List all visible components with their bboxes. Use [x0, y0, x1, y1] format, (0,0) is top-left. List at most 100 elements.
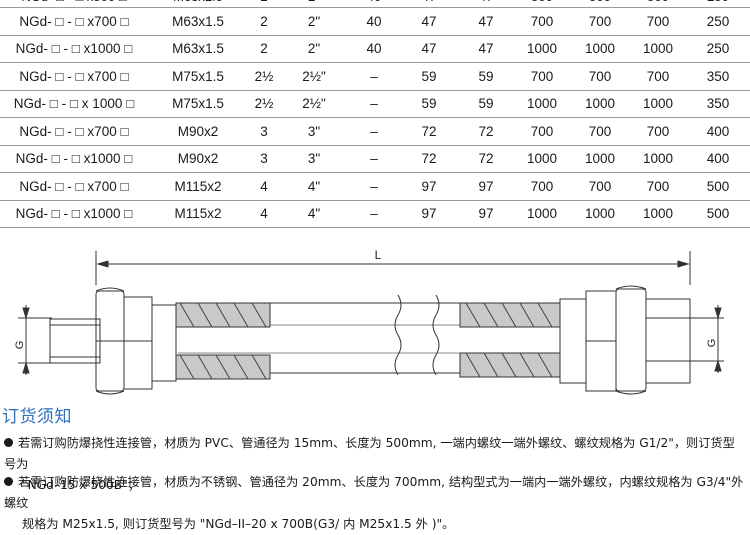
right-fitting	[459, 285, 691, 395]
order-note-1-line2: "NGd–15 x 500B"；	[22, 478, 140, 492]
table-cell: 4	[248, 172, 280, 201]
order-notes-title: 订货须知	[2, 407, 72, 427]
table-cell: 1000	[570, 145, 630, 173]
table-cell: 1000	[630, 35, 686, 63]
order-note-1: 若需订购防爆挠性连接管，材质为 PVC、管通径为 15mm、长度为 500mm,…	[4, 433, 744, 496]
table-cell: –	[348, 90, 400, 118]
table-cell: 400	[686, 145, 750, 173]
table-cell: 2	[248, 0, 280, 8]
table-cell: 97	[458, 200, 514, 228]
table-cell: 2½	[248, 62, 280, 91]
table-cell: 500	[570, 0, 630, 8]
table-cell: 4	[248, 200, 280, 228]
table-cell: 59	[458, 62, 514, 91]
bullet-icon	[4, 438, 13, 447]
table-cell: 47	[458, 35, 514, 63]
table-cell: 500	[630, 0, 686, 8]
table-cell: 47	[458, 7, 514, 36]
table-cell: 3	[248, 145, 280, 173]
table-cell: 72	[400, 117, 458, 146]
table-cell: 1000	[570, 200, 630, 228]
table-cell: 2"	[280, 7, 348, 36]
table-cell: 40	[348, 7, 400, 36]
table-cell: 1000	[630, 90, 686, 118]
table-cell: 4"	[280, 200, 348, 228]
table-cell: M63x1.5	[148, 7, 248, 36]
table-cell: 250	[686, 7, 750, 36]
table-cell: 40	[348, 0, 400, 8]
table-cell: 72	[400, 145, 458, 173]
model-cell: NGd- □ - □ x700 □	[0, 7, 148, 36]
table-cell: M75x1.5	[148, 90, 248, 118]
table-cell: 1000	[570, 35, 630, 63]
table-cell: 1000	[514, 35, 570, 63]
table-cell: 3"	[280, 145, 348, 173]
right-g-label: G	[706, 339, 718, 348]
table-cell: 1000	[630, 200, 686, 228]
table-cell: 700	[570, 172, 630, 201]
table-cell: M90x2	[148, 117, 248, 146]
table-cell: 350	[686, 62, 750, 91]
table-cell: 700	[514, 62, 570, 91]
table-cell: 2"	[280, 35, 348, 63]
table-cell: 97	[400, 172, 458, 201]
order-note-1-line1: 若需订购防爆挠性连接管，材质为 PVC、管通径为 15mm、长度为 500mm,…	[4, 436, 735, 471]
model-cell: NGd- □ - □ x700 □	[0, 117, 148, 146]
table-cell: M90x2	[148, 145, 248, 173]
table-cell: M75x1.5	[148, 62, 248, 91]
table-cell: 3	[248, 117, 280, 146]
model-cell: NGd- □ - □ x1000 □	[0, 200, 148, 228]
table-cell: 700	[514, 172, 570, 201]
order-note-2: 若需订购防爆挠性连接管，材质为不锈钢、管通径为 20mm、长度为 700mm, …	[4, 472, 748, 535]
table-cell: 2	[248, 35, 280, 63]
model-cell: NGd- □ - □ x1000 □	[0, 145, 148, 173]
table-cell: 47	[400, 35, 458, 63]
table-cell: 700	[570, 117, 630, 146]
table-cell: 500	[514, 0, 570, 8]
table-cell: 1000	[514, 200, 570, 228]
table-cell: 250	[686, 35, 750, 63]
table-cell: 97	[458, 172, 514, 201]
table-cell: 1000	[514, 90, 570, 118]
table-cell: 700	[514, 117, 570, 146]
length-dimension	[95, 251, 691, 285]
table-cell: 700	[630, 117, 686, 146]
table-cell: 700	[630, 172, 686, 201]
model-cell: NGd- □ - □ x700 □	[0, 172, 148, 201]
table-cell: 47	[400, 0, 458, 8]
table-cell: 4"	[280, 172, 348, 201]
table-cell: –	[348, 62, 400, 91]
bullet-icon	[4, 477, 13, 486]
table-cell: 97	[400, 200, 458, 228]
table-cell: 2	[248, 7, 280, 36]
table-cell: 500	[686, 200, 750, 228]
table-cell: 700	[630, 7, 686, 36]
table-cell: –	[348, 172, 400, 201]
table-cell: 500	[686, 172, 750, 201]
model-cell: NGd- □ - □ x1000 □	[0, 35, 148, 63]
left-fitting	[49, 287, 271, 395]
table-cell: 40	[348, 35, 400, 63]
table-cell: 2½"	[280, 62, 348, 91]
table-cell: 59	[458, 90, 514, 118]
model-cell: NGd- □ - □ x700 □	[0, 62, 148, 91]
table-cell: –	[348, 117, 400, 146]
model-cell: NGd- □ - □ x 1000 □	[0, 90, 148, 118]
left-thread-dimension	[18, 305, 52, 375]
table-cell: –	[348, 200, 400, 228]
table-cell: 400	[686, 117, 750, 146]
table-cell: 47	[400, 7, 458, 36]
length-label: L	[375, 248, 382, 262]
table-cell: 1000	[630, 145, 686, 173]
right-thread-dimension	[690, 305, 724, 373]
